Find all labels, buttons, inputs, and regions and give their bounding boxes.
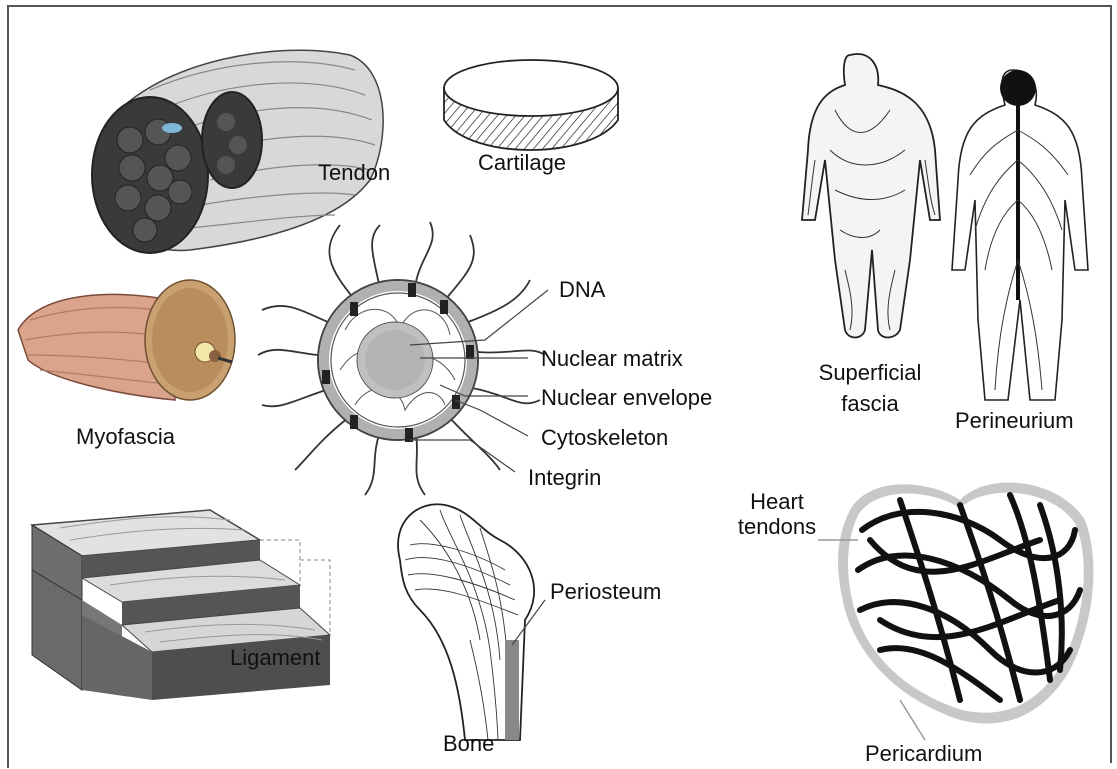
label-heart-tendons: Heart tendons <box>732 489 822 540</box>
heart-illustration <box>818 483 1093 740</box>
label-cytoskeleton: Cytoskeleton <box>541 425 668 450</box>
myofascia-illustration <box>18 280 235 400</box>
label-ligament: Ligament <box>230 645 321 670</box>
label-perineurium: Perineurium <box>955 408 1074 433</box>
tendon-illustration <box>92 50 383 253</box>
label-integrin: Integrin <box>528 465 601 490</box>
label-periosteum: Periosteum <box>550 579 661 604</box>
label-nuclear-envelope: Nuclear envelope <box>541 385 712 410</box>
bone-illustration <box>398 504 545 740</box>
superficial-fascia-illustration <box>802 54 940 337</box>
label-superficial-fascia: Superficial fascia <box>800 360 940 417</box>
label-superficial-fascia-line2: fascia <box>800 391 940 416</box>
ligament-illustration <box>32 510 330 700</box>
cartilage-illustration <box>444 60 618 150</box>
label-bone: Bone <box>443 731 494 756</box>
label-dna: DNA <box>559 277 605 302</box>
label-heart-tendons-line1: Heart <box>732 489 822 514</box>
label-nuclear-matrix: Nuclear matrix <box>541 346 683 371</box>
cell-illustration <box>258 222 548 495</box>
label-superficial-fascia-line1: Superficial <box>800 360 940 385</box>
label-pericardium: Pericardium <box>865 741 982 766</box>
perineurium-illustration <box>952 70 1088 400</box>
label-cartilage: Cartilage <box>478 150 566 175</box>
label-myofascia: Myofascia <box>76 424 175 449</box>
label-tendon: Tendon <box>318 160 390 185</box>
label-heart-tendons-line2: tendons <box>732 514 822 539</box>
